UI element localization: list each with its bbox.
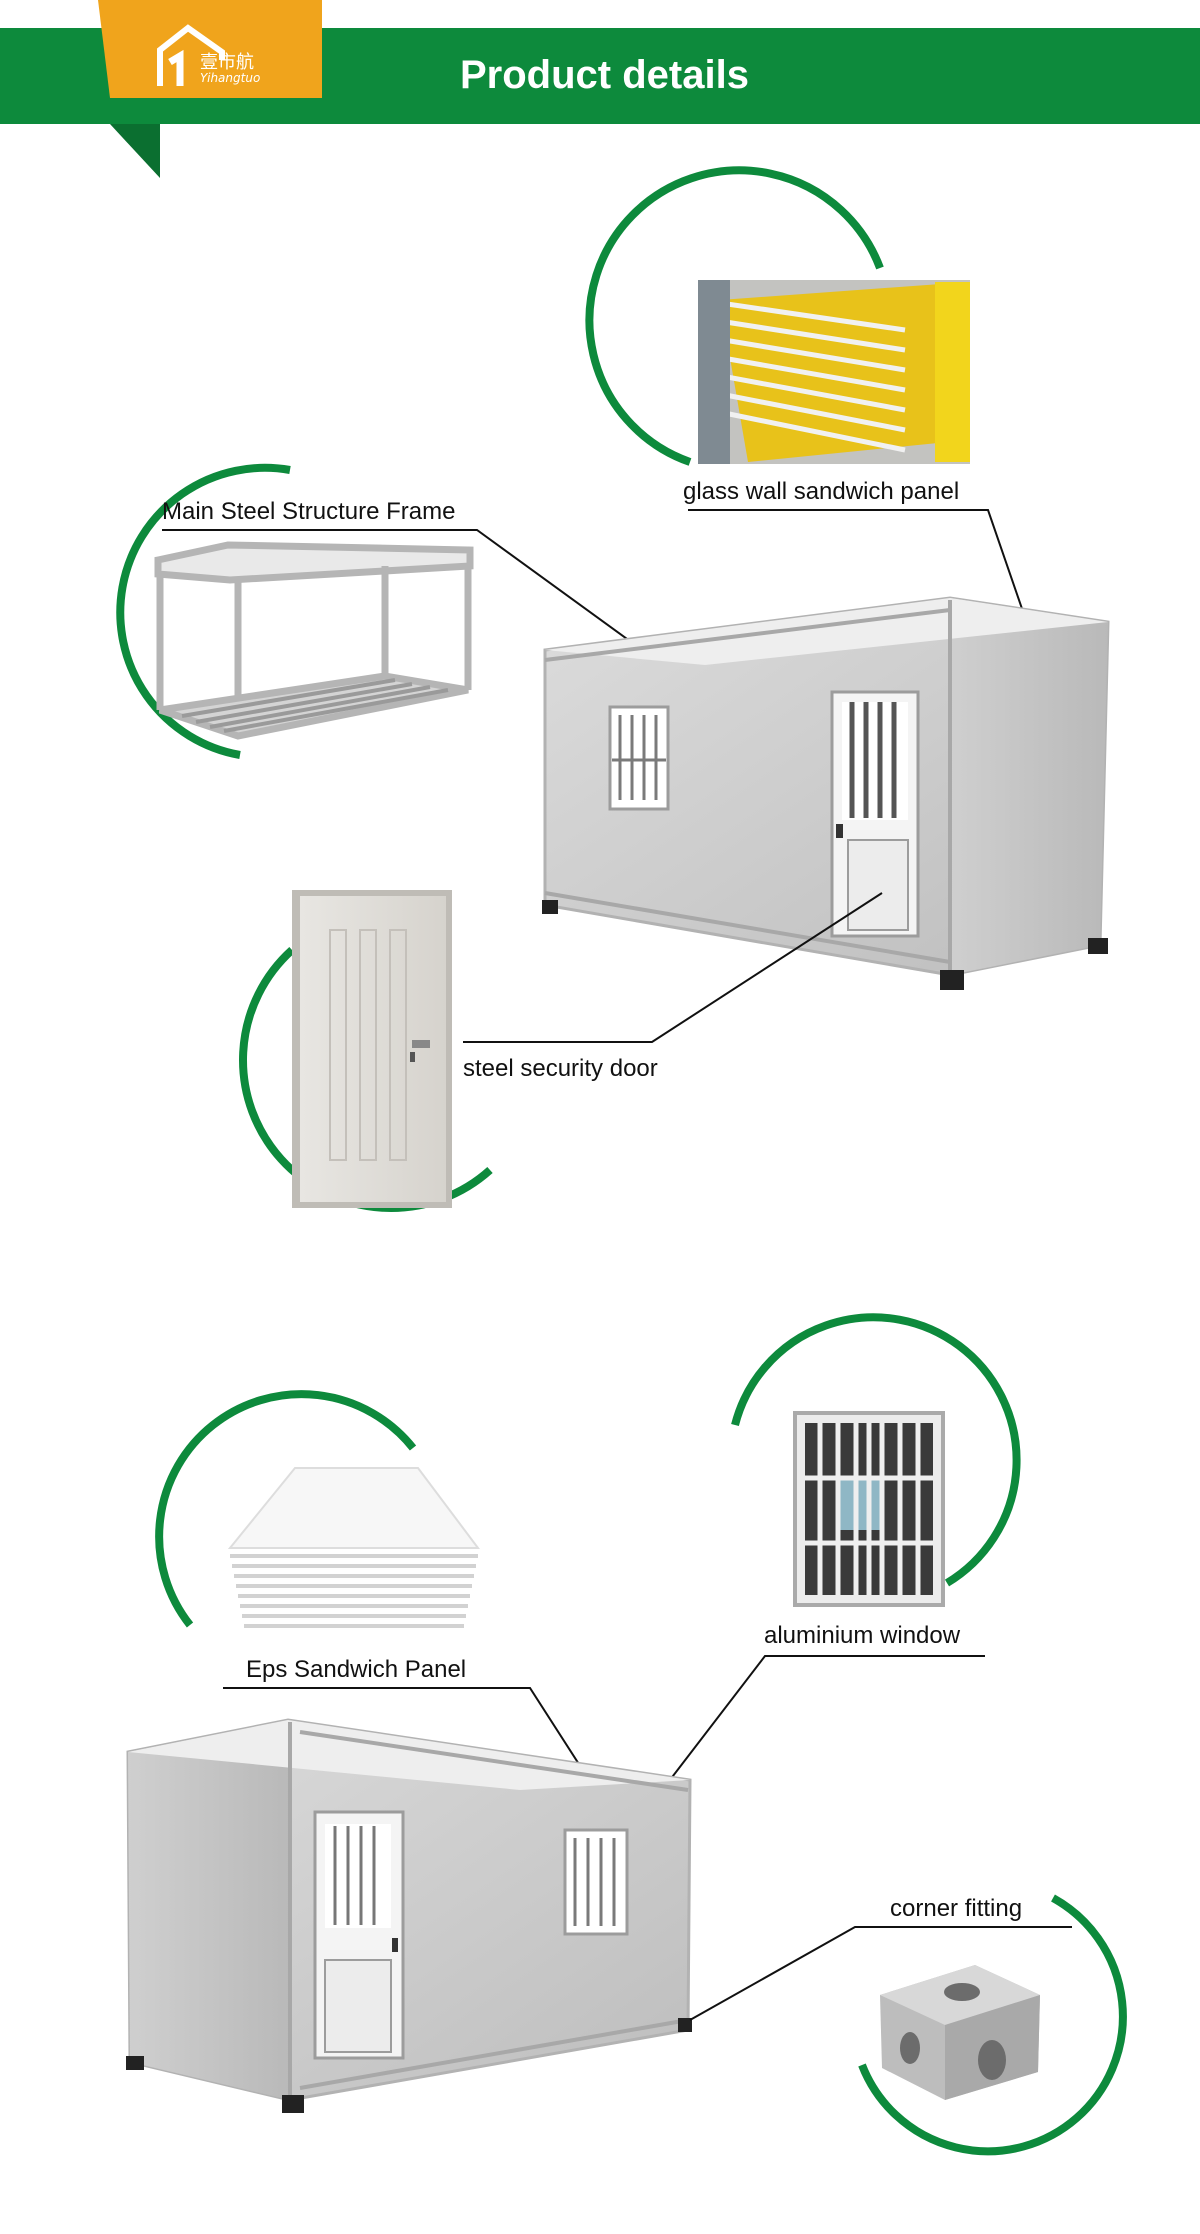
green-arc-frame — [116, 463, 291, 759]
door-2 — [313, 1810, 405, 2060]
glass-wool-panel-image — [698, 280, 970, 464]
label-glass-wall: glass wall sandwich panel — [683, 478, 959, 505]
green-arc-glass — [585, 166, 884, 466]
callout-corner-fitting — [689, 1926, 1072, 2021]
label-corner-fitting: corner fitting — [890, 1895, 1022, 1922]
label-eps-panel: Eps Sandwich Panel — [246, 1656, 466, 1683]
header-banner: 壹市航 Yihangtuo Product details — [0, 0, 1200, 178]
label-security-door: steel security door — [463, 1055, 658, 1082]
green-arc-eps — [155, 1390, 417, 1628]
aluminium-window-image — [793, 1411, 945, 1607]
corner-fitting-image — [880, 1965, 1040, 2100]
label-steel-frame: Main Steel Structure Frame — [162, 498, 455, 525]
steel-frame-image — [154, 541, 474, 740]
security-door-image — [292, 890, 452, 1208]
container-house-1 — [542, 596, 1110, 990]
window-2 — [563, 1828, 629, 1936]
logo-text: 壹市航 — [200, 52, 254, 73]
logo-subtext: Yihangtuo — [200, 71, 260, 85]
callout-security-door — [463, 892, 883, 1043]
door-1 — [830, 690, 920, 938]
logo-icon: 壹市航 Yihangtuo — [157, 24, 260, 86]
green-arc-window — [731, 1313, 1021, 1587]
page-title: Product details — [460, 53, 749, 97]
callout-steel-frame — [162, 529, 646, 653]
window-1 — [608, 705, 670, 811]
label-aluminium-window: aluminium window — [764, 1622, 961, 1649]
eps-panel-image — [227, 1467, 480, 1628]
callout-aluminium-window — [629, 1655, 985, 1833]
container-house-2 — [126, 1718, 692, 2113]
green-arc-corner — [858, 1894, 1127, 2156]
